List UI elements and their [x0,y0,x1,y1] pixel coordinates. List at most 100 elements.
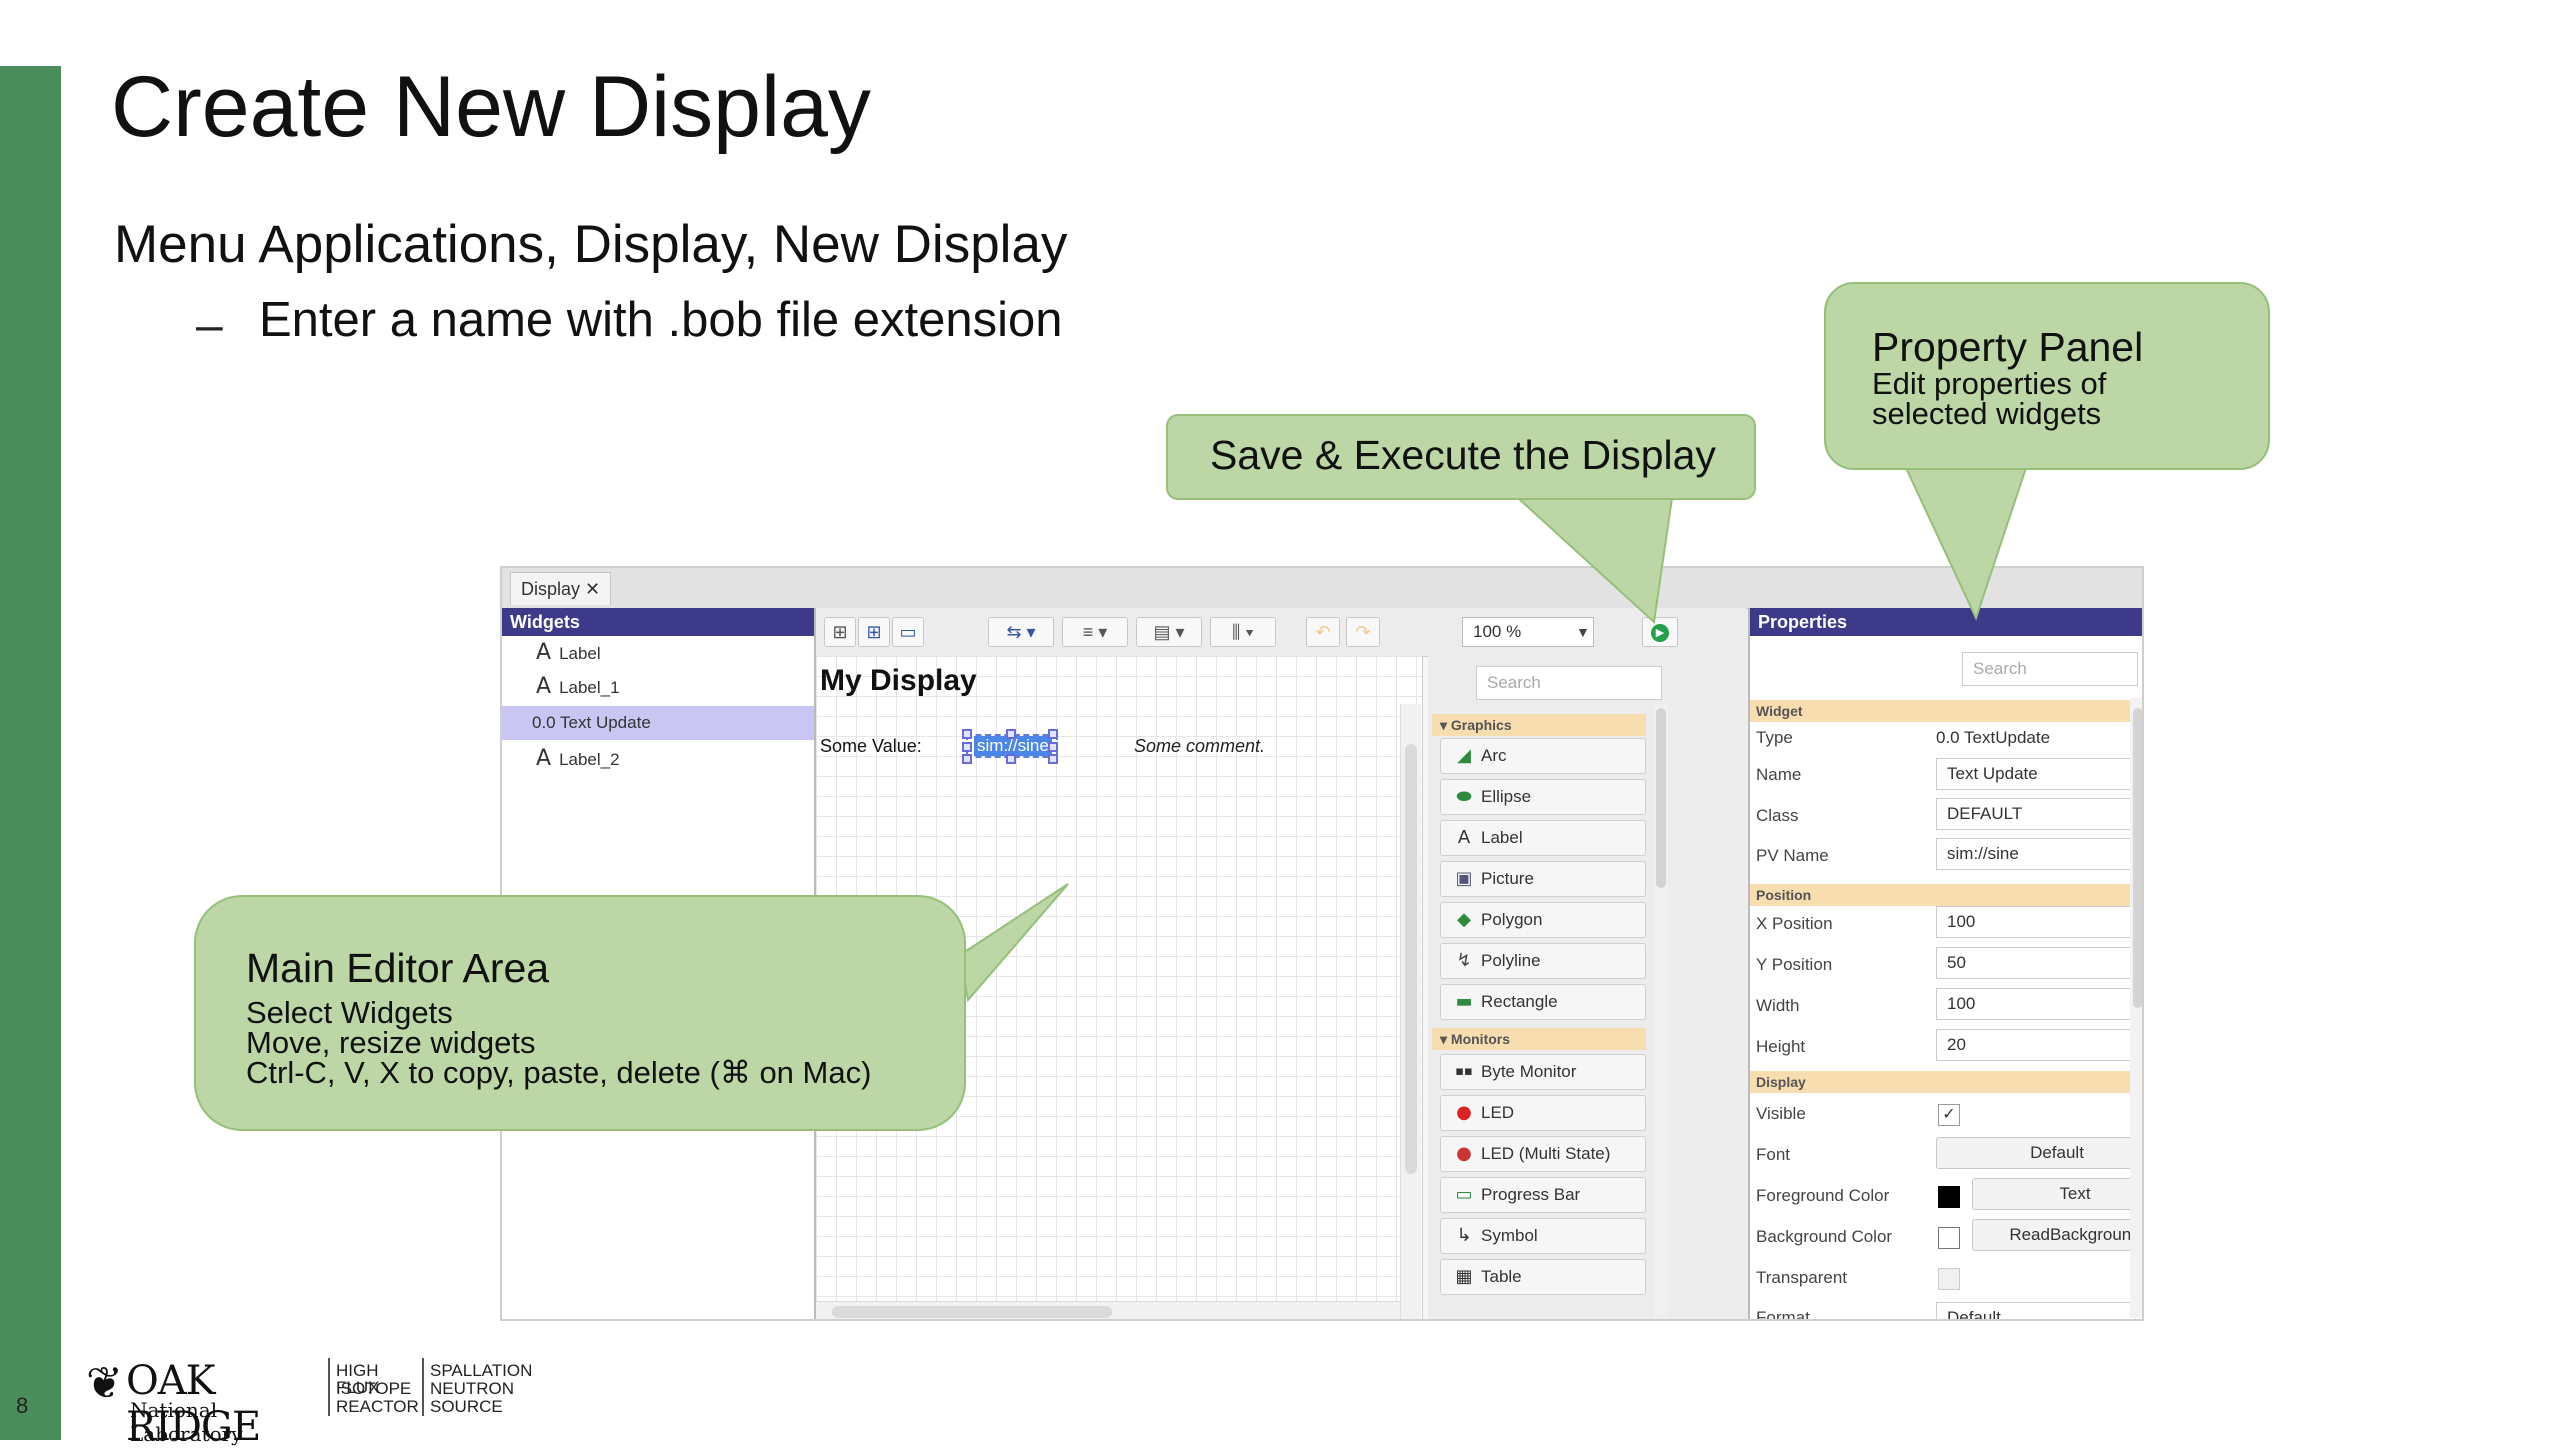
x-position-label: X Position [1756,914,1833,933]
grid-toggle-button[interactable]: ⊞ [824,617,856,647]
polyline-icon: ↯ [1456,950,1472,971]
font-button[interactable]: Default [1936,1137,2142,1169]
widget-item-selected[interactable]: 0.0 Text Update [502,706,814,740]
palette-symbol-button[interactable]: ↳Symbol [1440,1218,1646,1254]
palette-item-label: LED [1481,1103,1515,1122]
x-position-field[interactable]: 100 [1936,906,2142,938]
position-section-header: Position [1750,884,2142,906]
palette-item-label: Symbol [1481,1226,1538,1245]
zoom-select[interactable]: 100 % [1462,617,1594,647]
background-color-button[interactable]: ReadBackground [1972,1219,2142,1251]
resize-handle[interactable] [962,742,972,752]
resize-handle[interactable] [1006,729,1016,739]
display-canvas[interactable]: My Display Some Value: sim://sine Some c… [816,656,1423,1319]
palette-item-label: LED (Multi State) [1481,1144,1611,1163]
align-dropdown-button[interactable]: ≡ ▾ [1062,617,1128,647]
palette-ellipse-button[interactable]: ⬬Ellipse [1440,779,1646,815]
y-position-field[interactable]: 50 [1936,947,2142,979]
palette-arc-button[interactable]: ◢Arc [1440,738,1646,774]
chevron-down-icon: ▼ [1576,624,1590,640]
graphics-section-header[interactable]: ▾ Graphics [1432,714,1646,736]
foreground-color-button[interactable]: Text [1972,1178,2142,1210]
resize-handle[interactable] [1048,754,1058,764]
properties-search-input[interactable]: Search [1962,652,2138,686]
snap-grid-button[interactable]: ⊞ [858,617,890,647]
scroll-thumb[interactable] [832,1306,1112,1318]
logo-sns-line: SOURCE [430,1397,503,1416]
main-editor: ⊞ ⊞ ▭ ⇆ ▾ ≡ ▾ ▤ ▾ ⫼ ▾ ↶ ↷ 100 % ▼ ▶ My D… [816,608,1746,1319]
vertical-scrollbar[interactable] [1400,704,1421,1319]
foreground-color-label: Foreground Color [1756,1186,1890,1205]
resize-handle[interactable] [1048,742,1058,752]
slide-subtitle: Menu Applications, Display, New Display [114,215,1068,274]
palette-polyline-button[interactable]: ↯Polyline [1440,943,1646,979]
rectangle-icon: ▬ [1455,991,1473,1012]
resize-handle[interactable] [1006,754,1016,764]
name-field[interactable]: Text Update [1936,758,2142,790]
palette-rectangle-button[interactable]: ▬ Rectangle [1440,984,1646,1020]
visible-label: Visible [1756,1104,1806,1123]
palette-item-label: Arc [1481,746,1507,765]
palette-progress-bar-button[interactable]: ▭Progress Bar [1440,1177,1646,1213]
scroll-thumb[interactable] [2133,708,2142,1008]
properties-scrollbar[interactable] [2130,698,2142,1318]
widget-section-header: Widget [1750,700,2142,722]
transparent-checkbox[interactable] [1938,1268,1960,1290]
coordinates-button[interactable]: ▭ [892,617,924,647]
text-update-widget[interactable]: sim://sine [962,729,1058,764]
logo-hfir-line: REACTOR [336,1397,419,1416]
property-panel-callout: Property Panel Edit properties of select… [1824,282,2270,470]
palette-picture-button[interactable]: ▣Picture [1440,861,1646,897]
resize-handle[interactable] [962,729,972,739]
display-title-label[interactable]: My Display [820,664,977,697]
visible-checkbox[interactable]: ✓ [1938,1104,1960,1126]
undo-button[interactable]: ↶ [1306,617,1340,647]
palette-byte-monitor-button[interactable]: ▪▪Byte Monitor [1440,1054,1646,1090]
palette-item-label: Byte Monitor [1481,1062,1577,1081]
palette-search-input[interactable]: Search [1476,666,1662,700]
main-editor-callout-tail [958,883,1069,1003]
label-icon: A [536,674,552,699]
led-icon: ● [1456,1102,1472,1123]
property-panel: Properties Search Widget Type 0.0 TextUp… [1748,608,2142,1319]
order-dropdown-button[interactable]: ⇆ ▾ [988,617,1054,647]
foreground-color-swatch[interactable] [1938,1186,1960,1208]
palette-scrollbar[interactable] [1654,704,1668,1318]
resize-handle[interactable] [962,754,972,764]
background-color-swatch[interactable] [1938,1227,1960,1249]
size-dropdown-button[interactable]: ▤ ▾ [1136,617,1202,647]
width-field[interactable]: 100 [1936,988,2142,1020]
comment-label[interactable]: Some comment. [1134,736,1266,756]
main-editor-callout: Main Editor Area Select Widgets Move, re… [194,895,966,1131]
some-value-label[interactable]: Some Value: [820,736,922,756]
class-select[interactable]: DEFAULT [1936,798,2142,830]
logo-national-laboratory: National Laboratory [130,1398,243,1446]
pv-name-field[interactable]: sim://sine [1936,838,2136,870]
widget-item-label: Label_2 [559,750,620,769]
horizontal-scrollbar[interactable] [816,1301,1400,1319]
property-panel-callout-line: selected widgets [1872,396,2102,431]
height-field[interactable]: 20 [1936,1029,2142,1061]
label-icon: A [536,640,552,665]
tab-display[interactable]: Display ✕ [510,572,612,605]
widgets-header: Widgets [502,608,814,636]
palette-led-multi-state-button[interactable]: ●LED (Multi State) [1440,1136,1646,1172]
palette-item-label: Rectangle [1481,992,1558,1011]
monitors-section-header[interactable]: ▾ Monitors [1432,1028,1646,1050]
type-value: 0.0 TextUpdate [1936,728,2051,747]
palette-polygon-button[interactable]: ◆Polygon [1440,902,1646,938]
scroll-thumb[interactable] [1405,744,1417,1174]
distribute-dropdown-button[interactable]: ⫼ ▾ [1210,617,1276,647]
palette-led-button[interactable]: ● LED [1440,1095,1646,1131]
scroll-thumb[interactable] [1656,708,1666,888]
resize-handle[interactable] [1048,729,1058,739]
execute-display-button[interactable]: ▶ [1642,617,1678,647]
palette-table-button[interactable]: ▦Table [1440,1259,1646,1295]
redo-button[interactable]: ↷ [1346,617,1380,647]
